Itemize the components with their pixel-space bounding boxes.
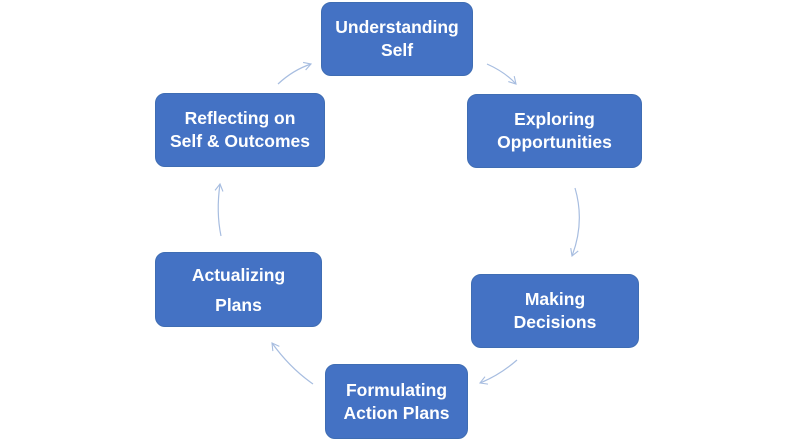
node-reflecting-on-self-outcomes: Reflecting on Self & Outcomes bbox=[155, 93, 325, 167]
arrow-reflecting-to-understanding bbox=[277, 61, 313, 85]
node-understanding-self: Understanding Self bbox=[321, 2, 473, 76]
node-label-line1: Reflecting on bbox=[184, 108, 296, 128]
arrow-actualizing-to-reflecting bbox=[214, 182, 224, 237]
node-label-line2: Opportunities bbox=[497, 132, 612, 152]
arrow-exploring-to-making bbox=[570, 187, 580, 258]
node-label-line2: Action Plans bbox=[343, 402, 450, 423]
arrow-making-to-formulating bbox=[478, 359, 518, 385]
node-actualizing-plans: Actualizing Plans bbox=[155, 252, 322, 327]
node-label-line2: Plans bbox=[215, 294, 262, 315]
node-formulating-action-plans: Formulating Action Plans bbox=[325, 364, 468, 439]
node-label-line1: Exploring bbox=[514, 109, 595, 129]
arrow-understanding-to-exploring bbox=[486, 63, 517, 85]
node-label-line1: Actualizing bbox=[191, 264, 286, 285]
node-label-line1: Understanding bbox=[335, 17, 459, 37]
node-label-line2: Self bbox=[380, 40, 414, 60]
node-label-line2: Self & Outcomes bbox=[169, 131, 311, 151]
node-label-line1: Making bbox=[524, 289, 586, 309]
arrow-formulating-to-actualizing bbox=[271, 342, 314, 385]
node-label-line1: Formulating bbox=[345, 379, 448, 400]
node-label-line2: Decisions bbox=[513, 312, 597, 332]
node-exploring-opportunities: Exploring Opportunities bbox=[467, 94, 642, 168]
node-making-decisions: Making Decisions bbox=[471, 274, 639, 348]
